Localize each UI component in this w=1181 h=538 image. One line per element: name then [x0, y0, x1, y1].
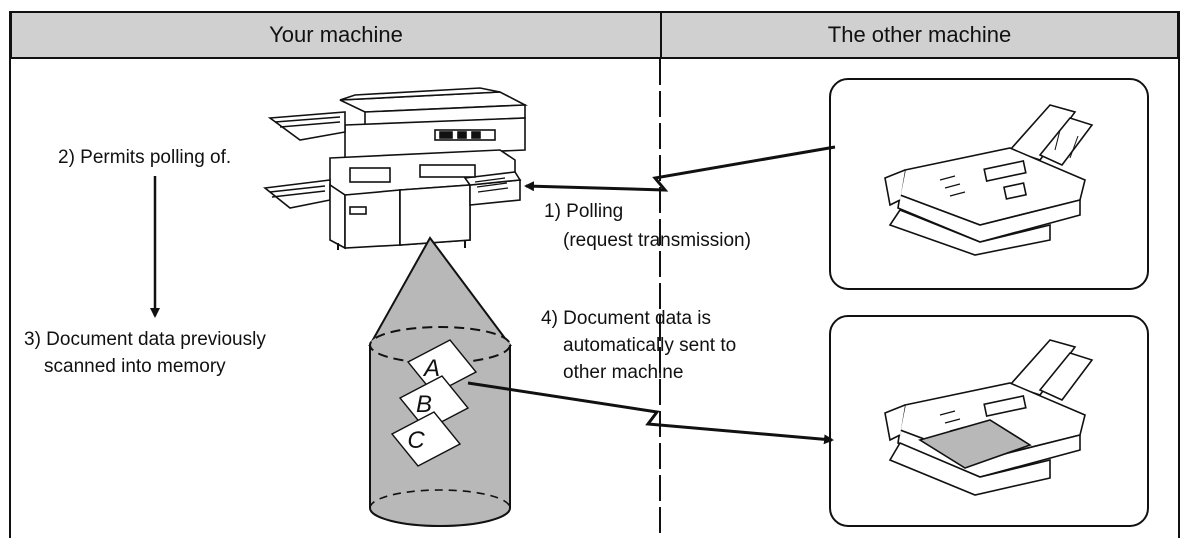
label-auto-sent-line2: automatically sent to [563, 335, 737, 356]
header-your-machine-title: Your machine [269, 22, 403, 47]
header-other-machine: The other machine [660, 11, 1179, 59]
label-doc-data-line2: scanned into memory [44, 356, 226, 377]
table-frame [9, 11, 1180, 538]
polling-arrow [524, 145, 836, 192]
label-doc-data-line1: 3) Document data previously [24, 329, 266, 350]
send-arrow [467, 381, 834, 445]
memory-letter-b: B [416, 391, 432, 418]
label-auto-sent-line3: other machine [563, 362, 684, 383]
label-auto-sent-line1: 4) Document data is [541, 308, 712, 329]
label-request-transmission: (request transmission) [563, 230, 751, 251]
header-other-machine-title: The other machine [827, 22, 1012, 47]
memory-letter-c: C [407, 427, 425, 454]
label-polling: 1) Polling [544, 201, 624, 222]
label-permits-polling: 2) Permits polling of. [58, 147, 232, 168]
copier-machine-illustration [263, 87, 529, 250]
memory-letter-a: A [422, 355, 440, 382]
fax-machine-illustration-bottom [884, 339, 1094, 496]
memory-cylinder-illustration [368, 236, 512, 527]
fax-machine-illustration-top [884, 104, 1094, 256]
header-your-machine: Your machine [10, 11, 660, 59]
